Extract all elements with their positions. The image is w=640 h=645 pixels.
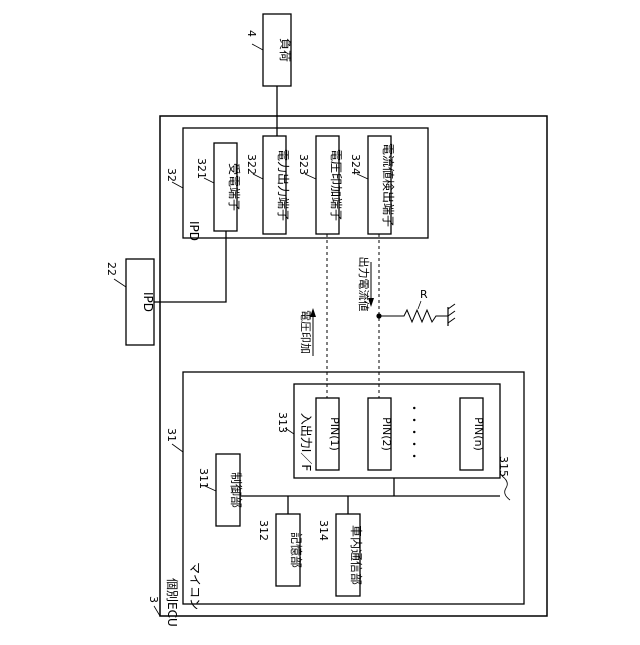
comm-ref: 314 (317, 520, 330, 541)
load-label: 負荷 (278, 38, 292, 62)
resistor-r (379, 310, 448, 322)
ecu-label: 個別ECU (165, 578, 179, 627)
ipd-main-label: IPD (187, 221, 201, 241)
bus-ref: 315 (497, 456, 510, 477)
microcomputer-label: マイコン (188, 562, 202, 610)
ref-leader-ipd-main (172, 182, 183, 188)
storage-ref: 312 (257, 520, 270, 541)
ipd-upstream-ref: 22 (105, 262, 118, 276)
bus-ref-leader (502, 476, 510, 500)
resistor-label: R (420, 288, 428, 301)
microcomputer-ref: 31 (165, 428, 178, 442)
load-ref: 4 (245, 30, 258, 37)
ipd-main-ref: 32 (165, 168, 178, 182)
wire-upstream-to-321 (154, 231, 226, 302)
ground-hatch-3 (448, 318, 455, 323)
ref-leader-microcomputer (172, 444, 183, 452)
output-current-label: 出力電流値 (357, 257, 371, 312)
terminal-323-label: 電圧印加端子 (329, 149, 343, 221)
pin-n-label: PIN(n) (472, 417, 485, 451)
pin-ellipsis: ・・・・・ (407, 402, 421, 462)
ipd-upstream-label: IPD (141, 292, 155, 312)
terminal-322-ref: 322 (245, 154, 258, 175)
ref-leader-ecu (154, 606, 160, 616)
ref-leader-load (252, 44, 263, 50)
terminal-321-ref: 321 (195, 158, 208, 179)
ground-hatch-2 (448, 311, 455, 316)
terminal-322-label: 電力出力端子 (276, 149, 290, 221)
storage-label: 記憶部 (289, 532, 304, 568)
terminal-321-label: 受電端子 (227, 163, 241, 211)
resistor-leader (418, 301, 421, 309)
pin-1-label: PIN(1) (328, 417, 341, 451)
ref-leader-ipd-upstream (114, 279, 126, 287)
ecu-ref: 3 (147, 596, 160, 603)
terminal-324-label: 電流値検出端子 (381, 143, 396, 227)
ref-leader-321 (204, 178, 214, 183)
control-ref: 311 (197, 468, 210, 489)
comm-label: 車内通信部 (349, 525, 364, 585)
terminal-323-ref: 323 (297, 154, 310, 175)
voltage-apply-label: 電圧印加 (299, 310, 312, 354)
io-interface-label: 入出力I／F (299, 413, 313, 472)
terminal-324-ref: 324 (349, 154, 362, 175)
io-interface-ref: 313 (276, 412, 289, 433)
ground-hatch-1 (448, 304, 455, 309)
control-label: 制御部 (229, 472, 244, 508)
pin-2-label: PIN(2) (380, 417, 393, 451)
